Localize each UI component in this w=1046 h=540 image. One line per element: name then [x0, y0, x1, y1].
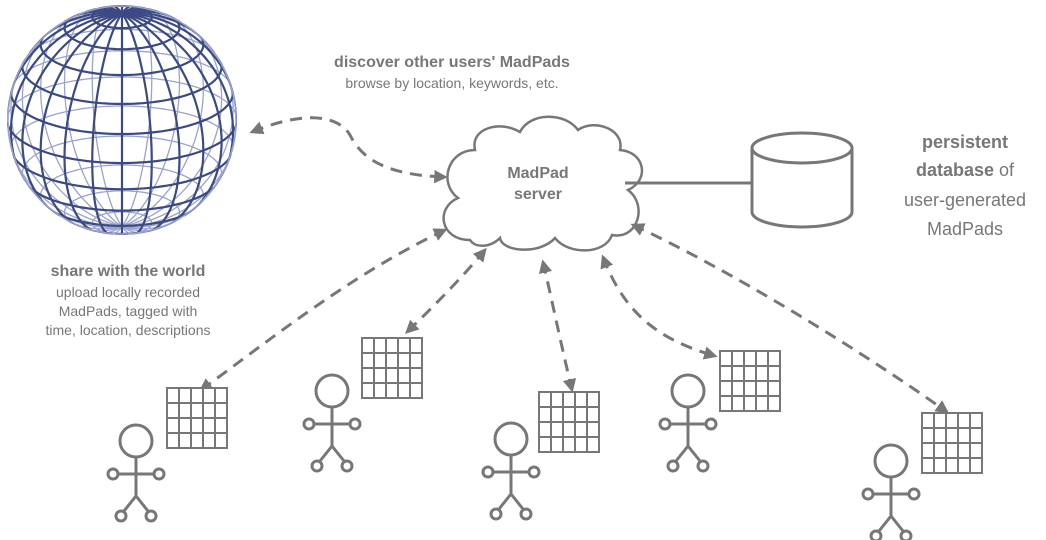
globe-icon — [7, 5, 237, 235]
arrow-globe-server — [249, 116, 448, 184]
database-label-line1: persistent — [922, 132, 1008, 152]
database-label-of: of — [994, 160, 1015, 180]
user-icon — [481, 421, 541, 521]
database-label-bold: database — [916, 160, 994, 180]
user-icon — [861, 443, 921, 540]
discover-title: discover other users' MadPads — [334, 54, 570, 71]
server-label-line1: MadPad — [507, 165, 568, 182]
share-title: share with the world — [51, 263, 206, 280]
server-label-line2: server — [514, 186, 562, 203]
arrow-server-user2 — [405, 247, 487, 334]
database-label-line4: MadPads — [927, 219, 1003, 239]
grid-pad-icon — [166, 387, 228, 449]
grid-pad-icon — [921, 412, 983, 474]
cloud-icon — [442, 115, 644, 252]
share-line1: upload locally recorded — [56, 284, 200, 300]
database-label-line2: database of — [916, 160, 1015, 180]
grid-pad-icon — [538, 391, 600, 453]
share-line2: MadPads, tagged with — [59, 303, 198, 319]
discover-subtitle: browse by location, keywords, etc. — [345, 75, 558, 91]
share-line3: time, location, descriptions — [46, 322, 211, 338]
grid-pad-icon — [361, 337, 423, 399]
arrow-server-user5 — [630, 223, 950, 414]
arrow-server-user3 — [538, 259, 577, 393]
database-label-line3: user-generated — [904, 190, 1026, 210]
arrow-server-user4 — [600, 254, 718, 360]
database-cylinder-icon — [750, 131, 854, 229]
user-icon — [302, 373, 362, 473]
user-icon — [658, 373, 718, 473]
user-icon — [106, 423, 166, 523]
grid-pad-icon — [719, 350, 781, 412]
